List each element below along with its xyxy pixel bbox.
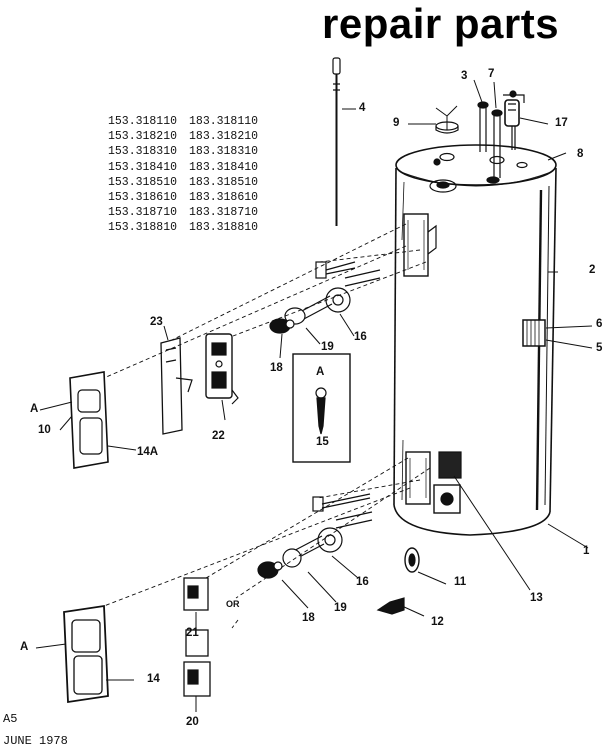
callout-18-lower: 18 — [302, 612, 315, 624]
callout-23: 23 — [150, 316, 163, 328]
callout-16-upper: 16 — [354, 331, 367, 343]
upper-bracket-23 — [160, 337, 193, 435]
water-heater-tank — [393, 144, 557, 536]
assembly-leader-lines — [103, 223, 431, 629]
callout-8: 8 — [577, 148, 584, 160]
callout-13: 13 — [530, 592, 543, 604]
upper-access-cover — [69, 371, 109, 469]
callout-2: 2 — [589, 264, 596, 276]
upper-element-assembly — [269, 261, 381, 334]
callout-15: 15 — [316, 436, 329, 448]
callout-leaders — [35, 79, 593, 712]
callout-17: 17 — [555, 117, 568, 129]
callout-6: 6 — [596, 318, 603, 330]
lower-access-cover — [63, 604, 109, 704]
callout-20: 20 — [186, 716, 199, 728]
page-title: repair parts — [322, 0, 560, 47]
callout-11: 11 — [454, 576, 467, 588]
callout-16-lower: 16 — [356, 576, 369, 588]
callout-19-upper: 19 — [321, 341, 334, 353]
callout-18-upper: 18 — [270, 362, 283, 374]
callout-7: 7 — [488, 68, 495, 80]
callout-10: 10 — [38, 424, 51, 436]
callout-or: OR — [226, 599, 240, 609]
outlet-nipples — [477, 90, 525, 178]
lower-thermostat-20 — [185, 629, 209, 657]
callout-14a: 14A — [137, 446, 159, 458]
anode-rod — [332, 57, 341, 226]
callout-4: 4 — [359, 102, 366, 114]
callout-12: 12 — [431, 616, 444, 628]
callout-a-upper: A — [30, 403, 39, 415]
callout-a-lower: A — [20, 641, 29, 653]
callout-1: 1 — [583, 545, 590, 557]
footer-page-code: A5 — [3, 712, 18, 726]
callout-22: 22 — [212, 430, 225, 442]
callout-9: 9 — [393, 117, 400, 129]
callout-14: 14 — [147, 673, 160, 685]
callout-5: 5 — [596, 342, 603, 354]
callout-21: 21 — [186, 627, 199, 639]
lower-element-assembly — [257, 493, 373, 579]
callout-3: 3 — [461, 70, 468, 82]
callout-19-lower: 19 — [334, 602, 347, 614]
upper-thermostat — [205, 333, 239, 405]
callout-a-box: A — [316, 366, 325, 378]
footer-date: JUNE 1978 — [3, 734, 68, 748]
